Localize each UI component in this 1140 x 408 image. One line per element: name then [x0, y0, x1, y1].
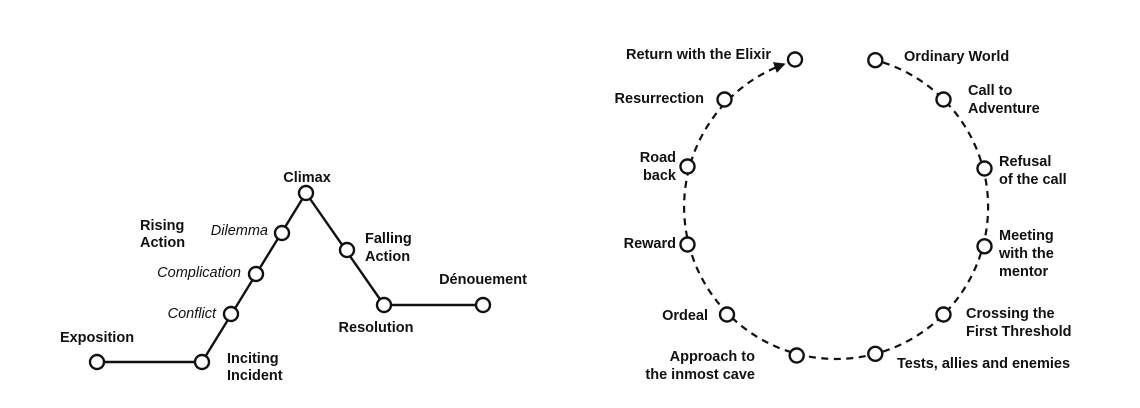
stage-label-rising-action-line2: Action — [140, 235, 185, 251]
stage-node-conflict — [222, 305, 240, 323]
journey-label-ordinary-world: Ordinary World — [904, 49, 1009, 65]
journey-label-crossing-line2: First Threshold — [966, 324, 1072, 340]
journey-circle-path — [683, 61, 990, 361]
journey-node-return-with-the-elixir — [786, 51, 804, 68]
stage-label-conflict: Conflict — [168, 306, 217, 322]
heros-journey-diagram: Ordinary World Call to Adventure Refusal… — [615, 47, 1072, 383]
journey-label-refusal-line2: of the call — [999, 172, 1067, 188]
journey-label-ordeal: Ordeal — [662, 308, 708, 324]
journey-label-approach-line1: Approach to — [670, 349, 756, 365]
stage-label-inciting-incident-line2: Incident — [227, 368, 283, 384]
journey-label-meeting-line1: Meeting — [999, 228, 1054, 244]
stage-node-inciting-incident — [193, 353, 211, 371]
journey-label-meeting-line3: mentor — [999, 264, 1049, 280]
stage-label-exposition: Exposition — [60, 330, 134, 346]
stage-label-inciting-incident-line1: Inciting — [227, 351, 279, 367]
journey-node-call-to-adventure — [935, 91, 952, 108]
journey-label-road-back-line2: back — [643, 168, 677, 184]
journey-label-reward: Reward — [624, 236, 676, 252]
stage-label-falling-action-line2: Action — [365, 249, 410, 265]
journey-node-ordinary-world — [867, 52, 884, 69]
journey-label-meeting-line2: with the — [998, 246, 1054, 262]
journey-label-approach-line2: the inmost cave — [645, 367, 755, 383]
stage-label-dilemma: Dilemma — [211, 223, 268, 239]
stage-node-dilemma — [273, 224, 291, 242]
journey-node-meeting-with-the-mentor — [976, 238, 993, 255]
stage-label-complication: Complication — [157, 265, 241, 281]
journey-node-crossing-the-first-threshold — [935, 306, 952, 323]
journey-node-road-back — [679, 158, 696, 175]
stage-label-rising-action-line1: Rising — [140, 218, 184, 234]
stage-node-complication — [247, 265, 265, 283]
stage-node-falling-action — [338, 241, 356, 259]
stage-label-denouement: Dénouement — [439, 272, 527, 288]
journey-label-return-with-the-elixir: Return with the Elixir — [626, 47, 771, 63]
stage-label-resolution: Resolution — [339, 320, 414, 336]
journey-node-refusal-of-the-call — [976, 160, 993, 177]
stage-node-climax — [297, 184, 315, 202]
journey-label-call-to-adventure-line2: Adventure — [968, 101, 1040, 117]
stage-label-falling-action-line1: Falling — [365, 231, 412, 247]
journey-label-road-back-line1: Road — [640, 150, 676, 166]
journey-node-tests-allies-and-enemies — [867, 345, 884, 362]
stage-label-climax: Climax — [283, 170, 331, 186]
journey-label-refusal-line1: Refusal — [999, 154, 1051, 170]
stage-node-exposition — [88, 353, 106, 371]
journey-label-call-to-adventure-line1: Call to — [968, 83, 1012, 99]
journey-label-tests-allies-and-enemies: Tests, allies and enemies — [897, 356, 1070, 372]
story-arc-diagram: Exposition Inciting Incident Conflict Co… — [60, 170, 527, 384]
journey-node-approach-to-the-inmost-cave — [788, 347, 805, 364]
stage-node-denouement — [474, 296, 492, 314]
journey-node-ordeal — [718, 306, 736, 323]
stage-node-resolution — [375, 296, 393, 314]
journey-label-crossing-line1: Crossing the — [966, 306, 1055, 322]
journey-node-reward — [679, 236, 696, 253]
journey-label-resurrection: Resurrection — [615, 91, 704, 107]
journey-node-resurrection — [716, 91, 733, 108]
